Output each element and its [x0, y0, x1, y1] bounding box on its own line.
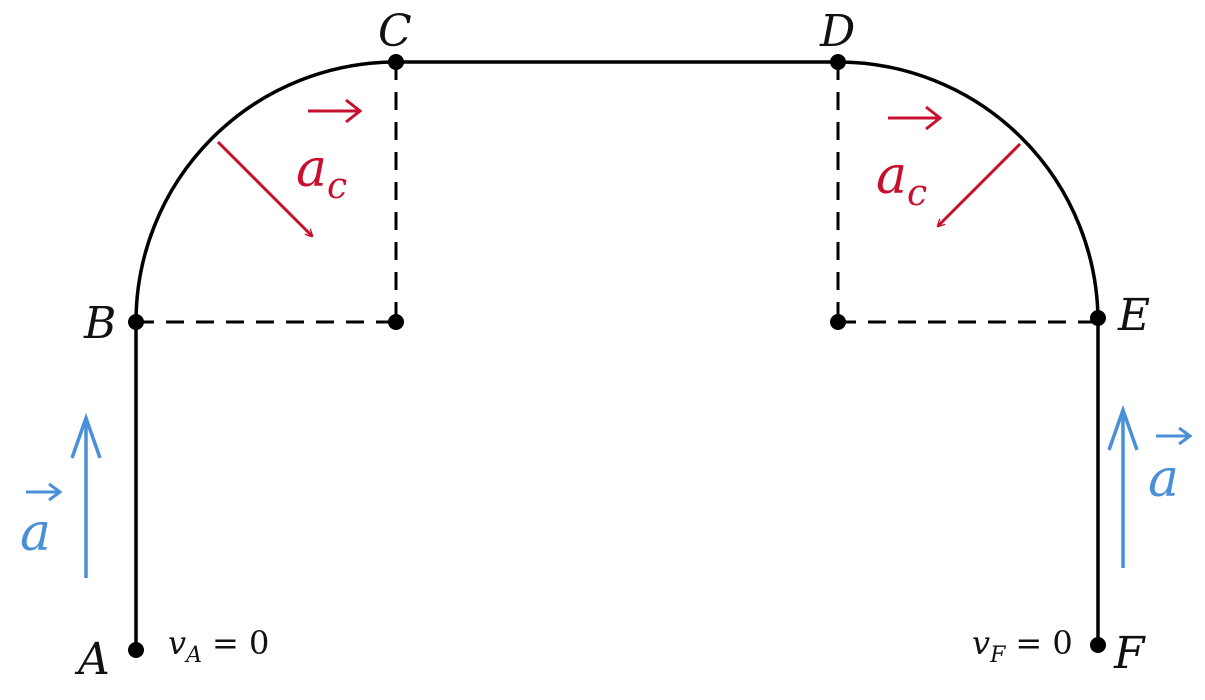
velocity-f-equals: = 0: [1015, 624, 1072, 662]
linear-left-overarrow: [26, 482, 63, 502]
center-right-dot: [830, 314, 846, 330]
centripetal-left-symbol: a: [296, 139, 327, 199]
centripetal-right-label: ac: [876, 146, 927, 214]
centripetal-right-symbol: a: [876, 146, 907, 206]
point-d-dot: [830, 54, 846, 70]
velocity-f-subscript: F: [989, 643, 1006, 668]
track-path: [134, 60, 1100, 650]
velocity-a-label: vA = 0: [168, 624, 269, 668]
point-e-label: E: [1117, 290, 1150, 341]
linear-right-overarrow: [1156, 426, 1193, 446]
centripetal-arrow-left: [216, 140, 312, 236]
center-left-dot: [388, 314, 404, 330]
point-c-dot: [388, 54, 404, 70]
centripetal-left-subscript: c: [327, 166, 347, 207]
point-d-label: D: [819, 6, 855, 57]
velocity-f-symbol: v: [972, 624, 990, 662]
linear-right-label: a: [1148, 449, 1179, 509]
point-f-label: F: [1113, 628, 1146, 679]
linear-arrow-right: [1107, 404, 1139, 568]
point-b-dot: [128, 314, 144, 330]
velocity-a-symbol: v: [168, 624, 186, 662]
centripetal-arrow-right: [938, 142, 1022, 226]
centripetal-left-label: ac: [296, 139, 347, 207]
linear-arrow-left: [70, 412, 102, 578]
point-a-label: A: [74, 634, 110, 685]
point-c-label: C: [378, 6, 412, 57]
velocity-f-label: vF = 0: [972, 624, 1073, 668]
centripetal-right-overarrow: [888, 105, 943, 131]
velocity-a-subscript: A: [184, 643, 202, 668]
point-b-label: B: [83, 298, 116, 349]
centripetal-left-overarrow: [308, 98, 363, 124]
linear-left-label: a: [20, 503, 51, 563]
velocity-a-equals: = 0: [212, 624, 269, 662]
centripetal-right-subscript: c: [907, 173, 927, 214]
point-e-dot: [1090, 310, 1106, 326]
point-a-dot: [128, 642, 144, 658]
point-f-dot: [1090, 637, 1106, 653]
